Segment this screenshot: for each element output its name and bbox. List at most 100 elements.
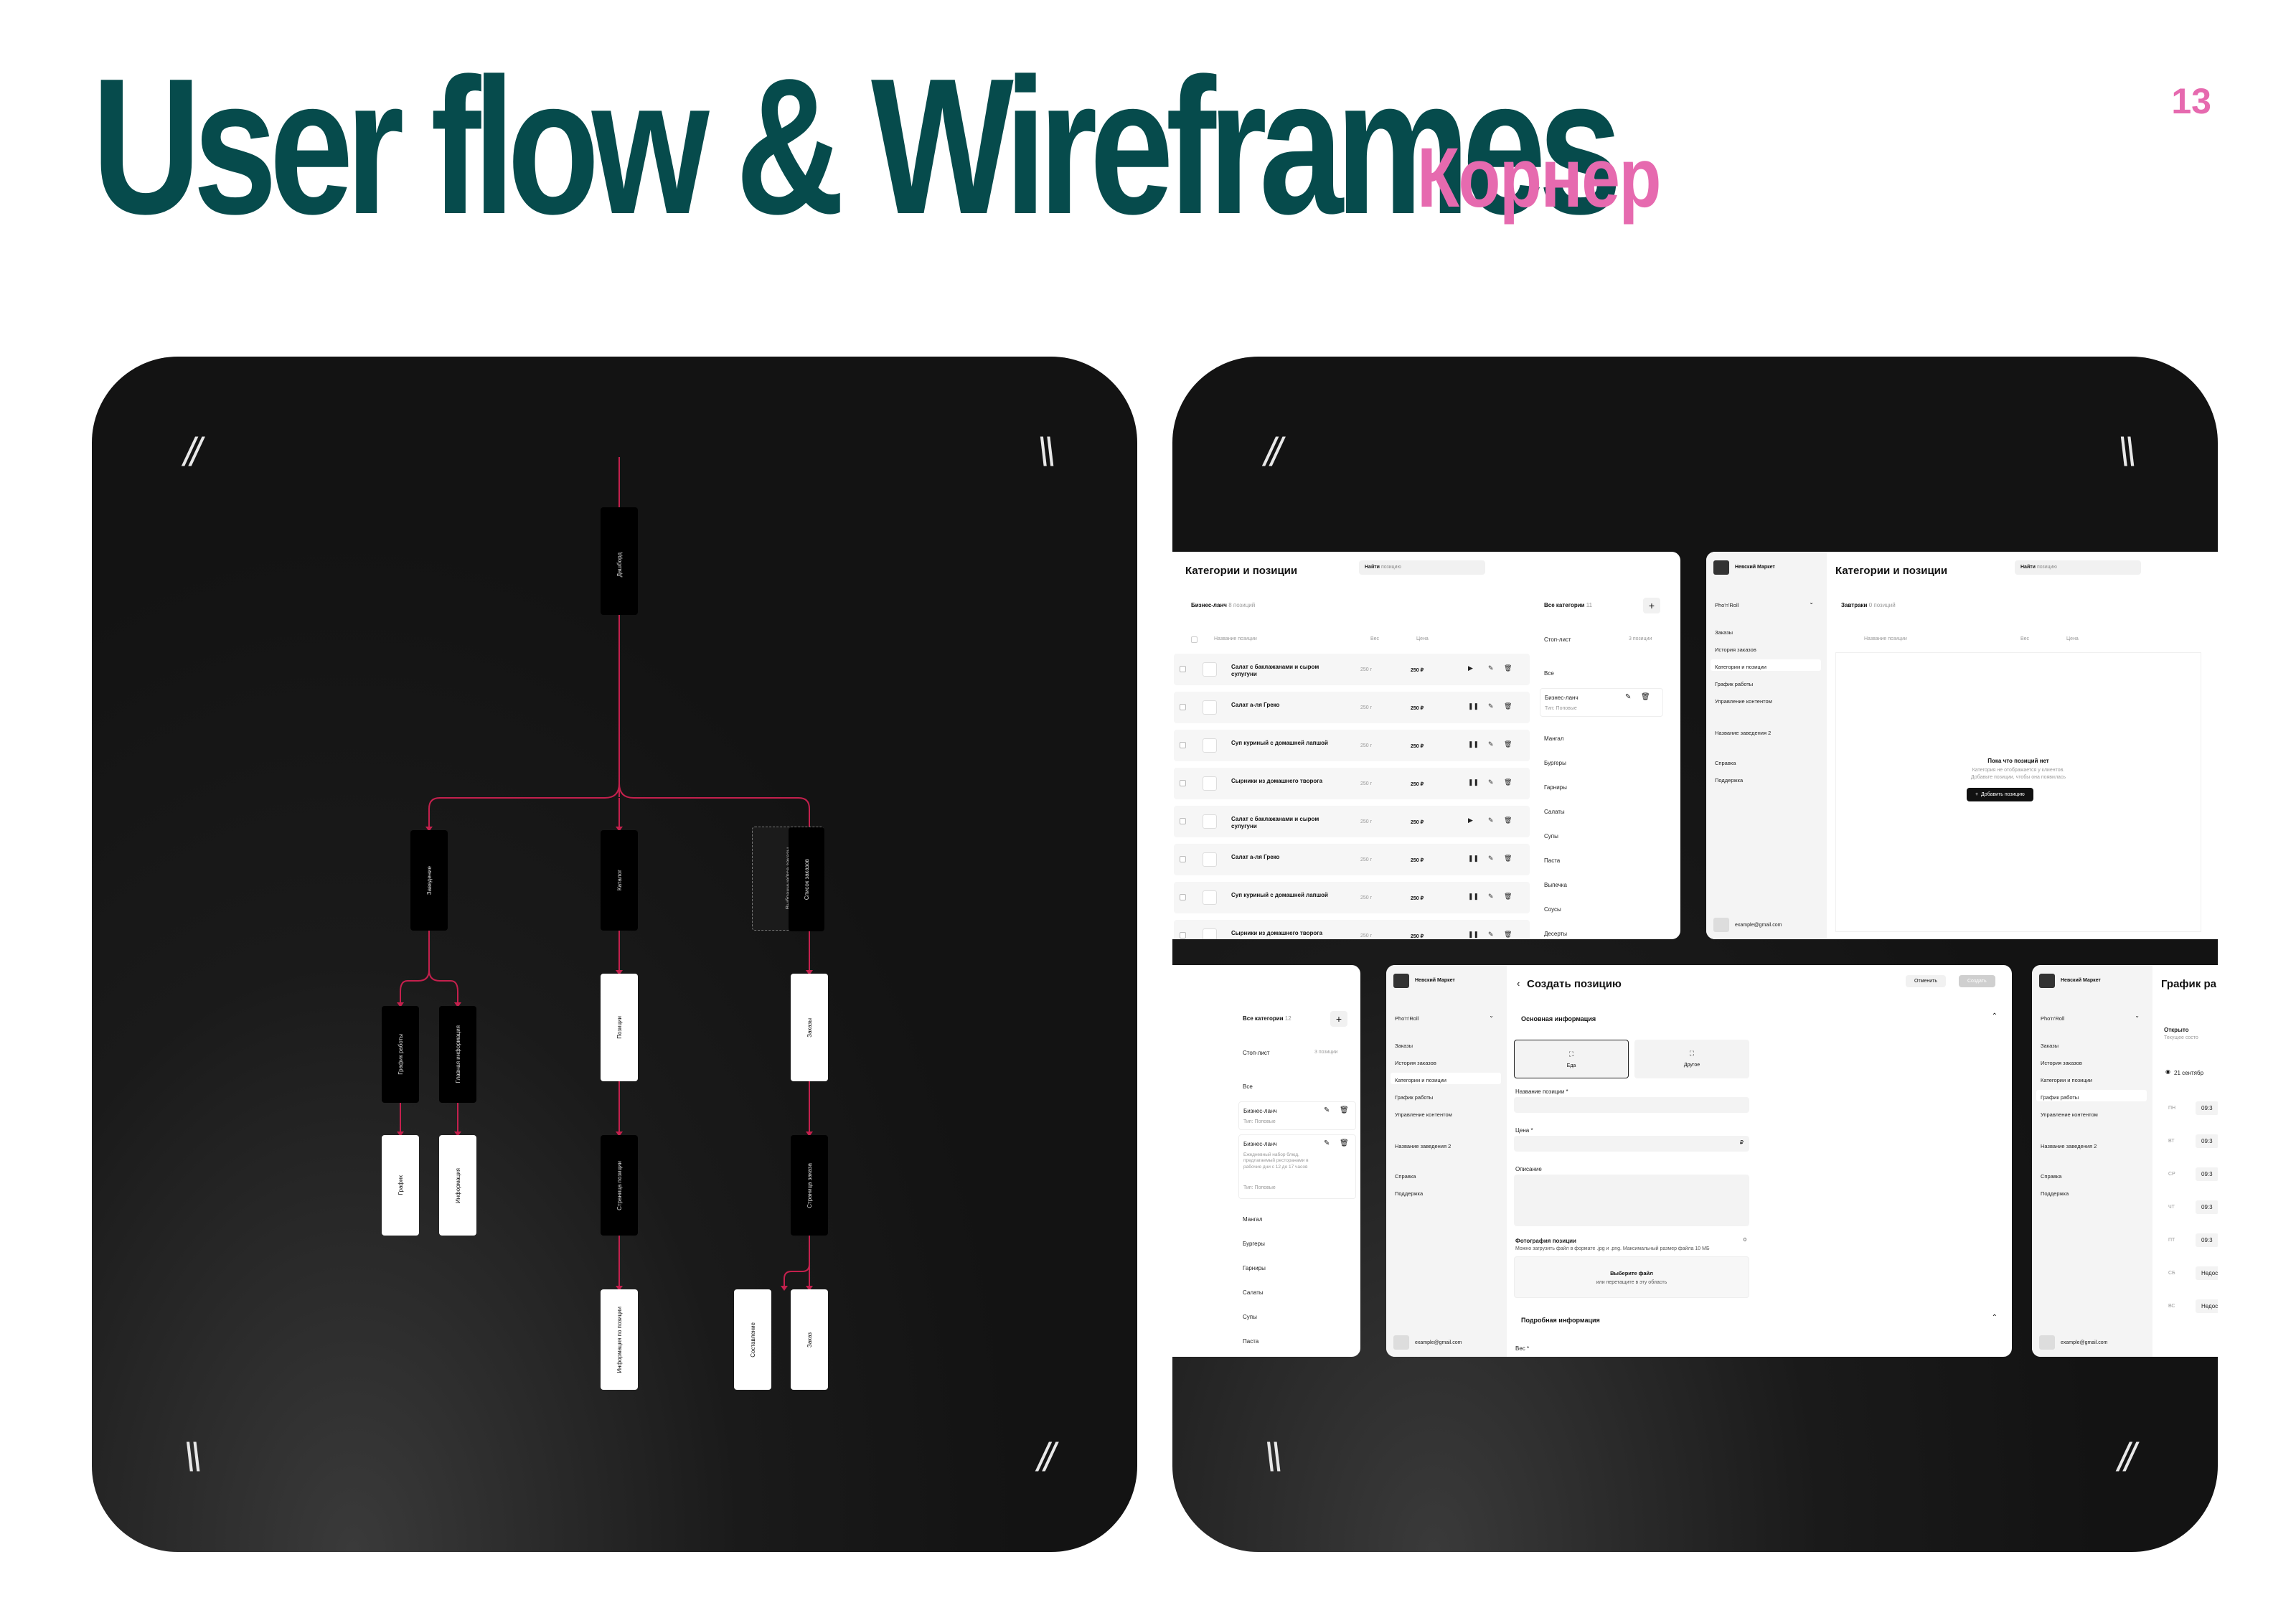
edit-icon[interactable]: ✎ (1488, 778, 1494, 786)
chevron-up-icon[interactable]: ⌃ (1991, 1314, 1998, 1322)
menu-content[interactable]: Управление контентом (1715, 698, 1772, 705)
cancel-button[interactable]: Отменить (1906, 975, 1946, 987)
row-checkbox[interactable] (1180, 856, 1186, 862)
edit-icon[interactable]: ✎ (1488, 893, 1494, 900)
menu-content[interactable]: Управление контентом (1395, 1111, 1452, 1118)
time-input[interactable]: 09:3 (2196, 1101, 2218, 1115)
menu-categories[interactable]: Категории и позиции (1715, 664, 1766, 670)
toggle-icon[interactable]: ❚❚ (1468, 702, 1479, 710)
menu-history[interactable]: История заказов (1715, 646, 1756, 653)
menu-help[interactable]: Справка (2041, 1173, 2062, 1180)
desc-textarea[interactable] (1514, 1175, 1749, 1226)
place2-select[interactable]: Название заведения 2 (2041, 1143, 2097, 1149)
row-checkbox[interactable] (1180, 742, 1186, 748)
trash-icon[interactable]: 🗑 (1340, 1139, 1349, 1147)
cat-all[interactable]: Все (1544, 670, 1554, 677)
place-select[interactable]: Pho'n'Roll (1395, 1015, 1419, 1022)
edit-icon[interactable]: ✎ (1488, 931, 1494, 938)
category-item[interactable]: Десерты (1544, 931, 1568, 937)
category-item[interactable]: Гарниры (1544, 784, 1567, 791)
cat-card-biz[interactable]: Бизнес-ланч Тип: Поповые ✎ 🗑 (1540, 688, 1663, 717)
edit-icon[interactable]: ✎ (1324, 1139, 1330, 1147)
select-all-checkbox[interactable] (1191, 636, 1198, 643)
category-item[interactable]: Салаты (1544, 809, 1565, 815)
cat-card-biz[interactable]: Бизнес-ланч Тип: Поповые ✎ 🗑 (1238, 1101, 1356, 1130)
category-item[interactable]: Супы (1243, 1314, 1257, 1320)
category-item[interactable]: Паста (1243, 1338, 1259, 1345)
row-checkbox[interactable] (1180, 780, 1186, 786)
time-input[interactable]: 09:3 (2196, 1167, 2218, 1181)
name-input[interactable] (1514, 1097, 1749, 1113)
category-item[interactable]: Бургеры (1243, 1241, 1265, 1247)
toggle-icon[interactable]: ❚❚ (1468, 778, 1479, 786)
time-input[interactable]: Недос (2196, 1299, 2218, 1313)
category-item[interactable]: Супы (1544, 833, 1558, 839)
trash-icon[interactable]: 🗑 (1504, 664, 1512, 672)
menu-support[interactable]: Поддержка (1395, 1190, 1424, 1197)
category-item[interactable]: Гарниры (1243, 1265, 1266, 1271)
menu-orders[interactable]: Заказы (2041, 1043, 2059, 1049)
create-button[interactable]: Создать (1959, 975, 1995, 987)
edit-icon[interactable]: ✎ (1488, 740, 1494, 748)
add-category-icon[interactable]: + (1643, 598, 1660, 613)
trash-icon[interactable]: 🗑 (1504, 740, 1512, 748)
trash-icon[interactable]: 🗑 (1504, 931, 1512, 938)
type-other-option[interactable]: ⛶ Другое (1634, 1040, 1749, 1078)
edit-icon[interactable]: ✎ (1488, 664, 1494, 672)
trash-icon[interactable]: 🗑 (1504, 855, 1512, 862)
search-input[interactable]: Найти позицию (2015, 560, 2141, 575)
edit-icon[interactable]: ✎ (1488, 702, 1494, 710)
menu-history[interactable]: История заказов (2041, 1060, 2082, 1066)
trash-icon[interactable]: 🗑 (1504, 817, 1512, 824)
category-item[interactable]: Мангал (1243, 1216, 1263, 1223)
row-checkbox[interactable] (1180, 818, 1186, 824)
edit-icon[interactable]: ✎ (1488, 855, 1494, 862)
trash-icon[interactable]: 🗑 (1504, 778, 1512, 786)
row-checkbox[interactable] (1180, 666, 1186, 672)
back-icon[interactable]: ‹ (1517, 978, 1520, 989)
menu-categories[interactable]: Категории и позиции (2041, 1077, 2092, 1083)
row-checkbox[interactable] (1180, 894, 1186, 900)
toggle-icon[interactable]: ▶ (1468, 817, 1473, 824)
toggle-icon[interactable]: ▶ (1468, 664, 1473, 672)
menu-orders[interactable]: Заказы (1395, 1043, 1413, 1049)
photo-upload-zone[interactable]: Выберите файл или перетащите в эту облас… (1514, 1256, 1749, 1298)
place2-select[interactable]: Название заведения 2 (1395, 1143, 1452, 1149)
time-input[interactable]: 09:3 (2196, 1233, 2218, 1247)
category-item[interactable]: Салаты (1243, 1289, 1264, 1296)
place-select[interactable]: Pho'n'Roll (2041, 1015, 2065, 1022)
category-item[interactable]: Бургеры (1544, 760, 1566, 766)
toggle-icon[interactable]: ❚❚ (1468, 931, 1479, 938)
time-input[interactable]: Недос (2196, 1266, 2218, 1280)
row-checkbox[interactable] (1180, 932, 1186, 938)
menu-orders[interactable]: Заказы (1715, 629, 1733, 636)
category-item[interactable]: Мангал (1544, 735, 1564, 742)
stoplist[interactable]: Стоп-лист (1544, 636, 1571, 643)
edit-icon[interactable]: ✎ (1625, 693, 1632, 701)
place2-select[interactable]: Название заведения 2 (1715, 730, 1772, 736)
menu-schedule[interactable]: График работы (1715, 681, 1754, 687)
menu-support[interactable]: Поддержка (2041, 1190, 2069, 1197)
time-input[interactable]: 09:3 (2196, 1134, 2218, 1148)
type-food-option[interactable]: ⛶ Еда (1514, 1040, 1629, 1078)
edit-icon[interactable]: ✎ (1488, 817, 1494, 824)
stoplist[interactable]: Стоп-лист (1243, 1050, 1270, 1056)
trash-icon[interactable]: 🗑 (1340, 1106, 1349, 1114)
category-item[interactable]: Выпечка (1544, 882, 1567, 888)
add-position-button[interactable]: + Добавить позицию (1967, 788, 2033, 801)
menu-support[interactable]: Поддержка (1715, 777, 1744, 784)
place-select[interactable]: Pho'n'Roll (1715, 602, 1739, 608)
time-input[interactable]: 09:3 (2196, 1200, 2218, 1214)
row-checkbox[interactable] (1180, 704, 1186, 710)
menu-schedule[interactable]: График работы (1395, 1094, 1434, 1101)
cat-card-biz-expanded[interactable]: Бизнес-ланч Ежедневный набор блюд, предл… (1238, 1134, 1356, 1199)
cat-all[interactable]: Все (1243, 1083, 1253, 1090)
category-item[interactable]: Паста (1544, 857, 1561, 864)
